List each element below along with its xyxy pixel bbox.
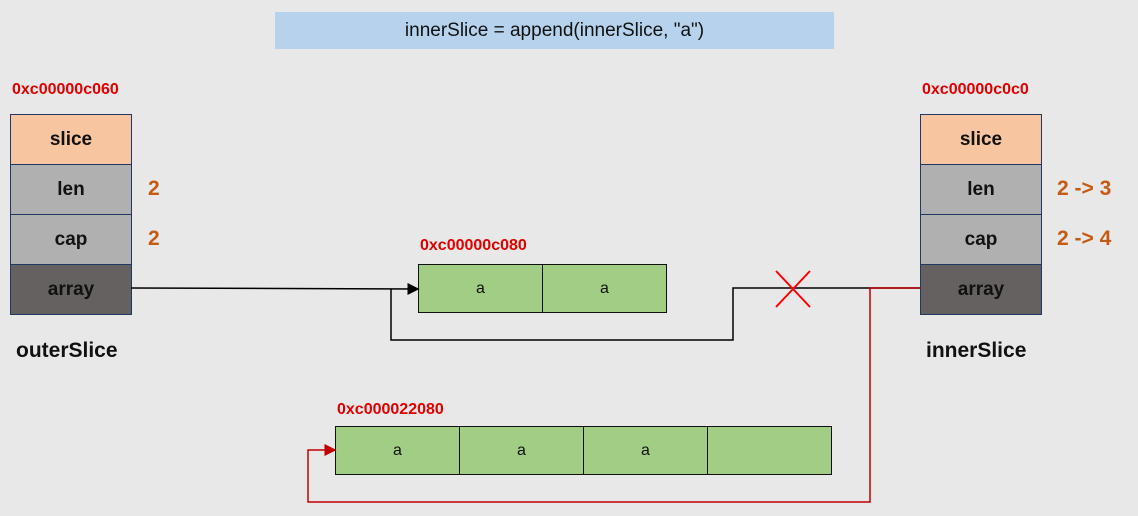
title-text: innerSlice = append(innerSlice, "a"): [404, 19, 705, 41]
inner-new-pointer-arrow: [307, 287, 920, 503]
inner-old-pointer-line: [390, 287, 920, 341]
outer-cap-value: 2: [148, 227, 160, 250]
outer-row-slice: slice: [11, 115, 131, 165]
cross-icon: [775, 270, 811, 308]
array1-cell: a: [543, 265, 666, 312]
array1-cell: a: [419, 265, 543, 312]
inner-row-len: len: [921, 165, 1041, 215]
outer-slice-header: slice len cap array: [10, 114, 132, 315]
inner-slice-name: innerSlice: [926, 339, 1027, 362]
array2-cell: [708, 427, 831, 474]
array2-cell: a: [584, 427, 708, 474]
array2-cell: a: [460, 427, 584, 474]
outer-address: 0xc00000c060: [12, 81, 119, 98]
inner-len-value: 2 -> 3: [1057, 177, 1112, 200]
outer-slice-name: outerSlice: [16, 339, 118, 362]
inner-cap-value: 2 -> 4: [1057, 227, 1112, 250]
inner-row-slice: slice: [921, 115, 1041, 165]
inner-row-array: array: [921, 265, 1041, 314]
outer-len-value: 2: [148, 177, 160, 200]
outer-row-array: array: [11, 265, 131, 314]
backing-array-new: a a a: [335, 426, 832, 475]
inner-address: 0xc00000c0c0: [922, 81, 1029, 98]
outer-row-cap: cap: [11, 215, 131, 265]
outer-row-len: len: [11, 165, 131, 215]
array1-address: 0xc00000c080: [420, 237, 527, 254]
array2-cell: a: [336, 427, 460, 474]
title-banner: innerSlice = append(innerSlice, "a"): [275, 12, 834, 49]
array2-address: 0xc000022080: [337, 401, 444, 418]
inner-slice-header: slice len cap array: [920, 114, 1042, 315]
inner-row-cap: cap: [921, 215, 1041, 265]
outer-pointer-arrow: [130, 282, 420, 295]
